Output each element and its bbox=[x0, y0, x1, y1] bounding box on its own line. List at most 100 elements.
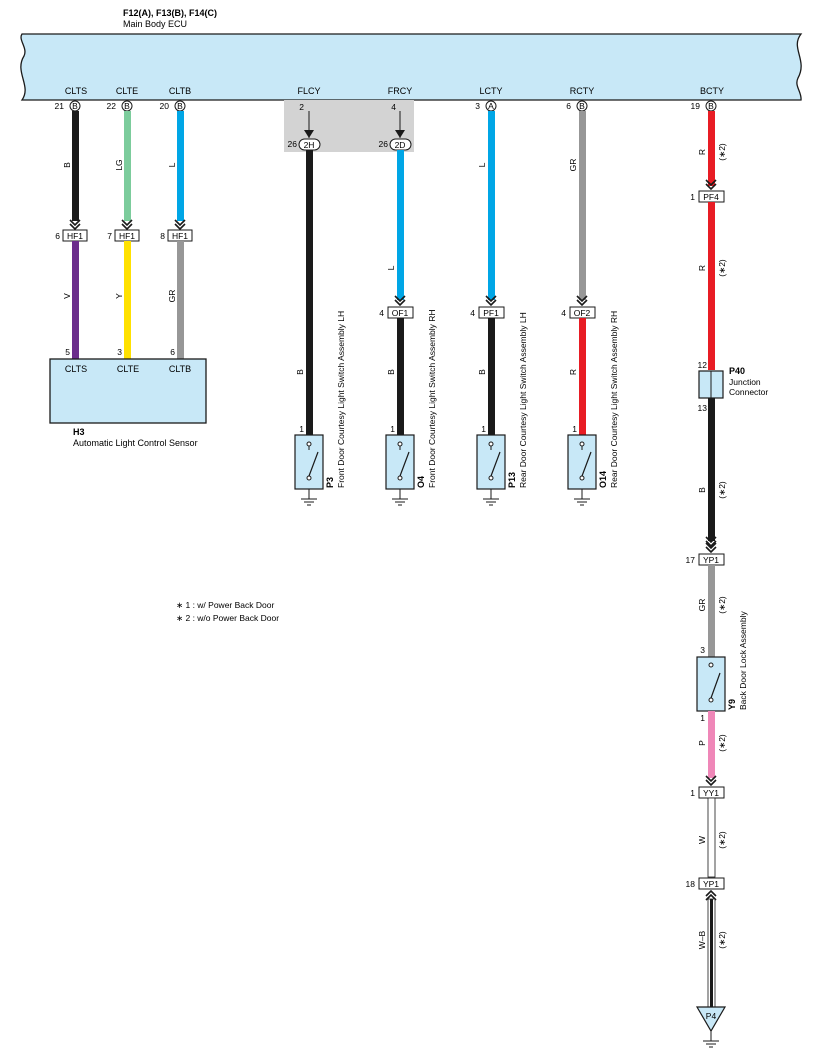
pin-number: 8 bbox=[160, 231, 165, 241]
connector-code: 2H bbox=[304, 140, 315, 150]
pin-number: 1 bbox=[690, 192, 695, 202]
wire-note: (∗2) bbox=[717, 931, 727, 949]
main-body-ecu: F12(A), F13(B), F14(C) Main Body ECU CLT… bbox=[20, 8, 803, 101]
wire-color-label: B bbox=[697, 487, 707, 493]
pin-number: 7 bbox=[107, 231, 112, 241]
wire-color-label: R bbox=[697, 265, 707, 271]
pin-number: 2 bbox=[299, 102, 304, 112]
switch-name: Rear Door Courtesy Light Switch Assembly… bbox=[518, 312, 528, 488]
connector-code: PF1 bbox=[483, 308, 499, 318]
wire-note: (∗2) bbox=[717, 481, 727, 499]
pin-number: 6 bbox=[55, 231, 60, 241]
pin-number: 17 bbox=[686, 555, 696, 565]
pin-number: 20 bbox=[160, 101, 170, 111]
ecu-pin-label: CLTB bbox=[169, 86, 191, 96]
wire bbox=[124, 241, 131, 359]
pin-number: 6 bbox=[566, 101, 571, 111]
pin-number: 1 bbox=[700, 713, 705, 723]
wire bbox=[72, 241, 79, 359]
pin-number: 1 bbox=[299, 424, 304, 434]
pin-number: 26 bbox=[288, 139, 298, 149]
wire-color-label: L bbox=[167, 162, 177, 167]
ecu-pin-label: BCTY bbox=[700, 86, 724, 96]
switch-contact bbox=[581, 451, 592, 477]
connector-letter: B bbox=[579, 101, 585, 111]
wire bbox=[177, 111, 184, 221]
connector-letter: B bbox=[177, 101, 183, 111]
wire-color-label: R bbox=[568, 369, 578, 375]
wire bbox=[124, 111, 131, 221]
wire-color-label: V bbox=[62, 293, 72, 299]
ecu-pin-label: CLTS bbox=[65, 86, 87, 96]
pin-number: 5 bbox=[65, 347, 70, 357]
pin-number: 4 bbox=[391, 102, 396, 112]
footnote: ∗ 2 : w/o Power Back Door bbox=[176, 613, 279, 623]
sensor-circuit: B LG L 6 HF1 7 HF1 8 HF1 V Y GR 5 3 6 CL… bbox=[49, 111, 207, 448]
wire-color-label: W–B bbox=[697, 930, 707, 949]
connector-letter: B bbox=[124, 101, 130, 111]
wire-note: (∗2) bbox=[717, 143, 727, 161]
pin-number: 1 bbox=[690, 788, 695, 798]
connector-letter: B bbox=[708, 101, 714, 111]
wire-color-label: B bbox=[386, 369, 396, 375]
wire bbox=[579, 111, 586, 300]
sensor-code: H3 bbox=[73, 427, 85, 437]
connector-code: HF1 bbox=[119, 231, 135, 241]
connector-code: YP1 bbox=[703, 555, 719, 565]
wire bbox=[708, 398, 715, 541]
wire bbox=[708, 111, 715, 186]
connector-letter: B bbox=[72, 101, 78, 111]
sensor-pin-label: CLTE bbox=[117, 364, 139, 374]
pin-number: 18 bbox=[686, 879, 696, 889]
connector-code: HF1 bbox=[67, 231, 83, 241]
wire bbox=[708, 565, 715, 657]
switch-code: P13 bbox=[507, 472, 517, 488]
wire bbox=[397, 150, 404, 300]
wire bbox=[579, 318, 586, 438]
connector-code: OF2 bbox=[574, 308, 591, 318]
pin-number: 3 bbox=[117, 347, 122, 357]
ecu-pin-label: FLCY bbox=[297, 86, 320, 96]
switch-contact bbox=[399, 451, 410, 477]
wire-color-label: GR bbox=[697, 599, 707, 612]
wire-color-label: B bbox=[477, 369, 487, 375]
pin-number: 4 bbox=[379, 308, 384, 318]
connector-letter: A bbox=[488, 101, 494, 111]
junction-name: Junction bbox=[729, 377, 761, 387]
pin-number: 6 bbox=[170, 347, 175, 357]
ecu-name: Main Body ECU bbox=[123, 19, 187, 29]
rcty-circuit: GR 4 OF2 R 1 O14 Rear Door Courtesy Ligh… bbox=[561, 111, 619, 506]
wire bbox=[708, 202, 715, 370]
back-door-name: Back Door Lock Assembly bbox=[738, 611, 748, 710]
junction-code: P40 bbox=[729, 366, 745, 376]
pin-number: 3 bbox=[700, 645, 705, 655]
pin-number: 26 bbox=[379, 139, 389, 149]
pin-number: 4 bbox=[561, 308, 566, 318]
footnotes: ∗ 1 : w/ Power Back Door ∗ 2 : w/o Power… bbox=[176, 600, 279, 623]
wire-color-label: P bbox=[697, 740, 707, 746]
wire bbox=[488, 111, 495, 300]
wire-note: (∗2) bbox=[717, 596, 727, 614]
ecu-pin-labels: CLTS CLTE CLTB FLCY FRCY LCTY RCTY BCTY bbox=[65, 86, 724, 96]
pin-number: 4 bbox=[470, 308, 475, 318]
wire bbox=[177, 241, 184, 359]
connector-code: PF4 bbox=[703, 192, 719, 202]
wire-color-label: B bbox=[295, 369, 305, 375]
ecu-pin-label: RCTY bbox=[570, 86, 595, 96]
switch-code: P3 bbox=[325, 477, 335, 488]
ecu-title: F12(A), F13(B), F14(C) bbox=[123, 8, 217, 18]
pin-number: 1 bbox=[390, 424, 395, 434]
connector-code: OF1 bbox=[392, 308, 409, 318]
wire-color-label: W bbox=[697, 836, 707, 844]
wire bbox=[306, 150, 313, 438]
switch-code: O14 bbox=[598, 471, 608, 488]
pin-number: 13 bbox=[698, 403, 708, 413]
flcy-circuit: 26 2H B 1 P3 Front Door Courtesy Light S… bbox=[288, 111, 346, 506]
wire-color-label: LG bbox=[114, 159, 124, 170]
wire bbox=[708, 711, 715, 778]
pin-number: 21 bbox=[55, 101, 65, 111]
wire bbox=[72, 111, 79, 221]
sensor-pin-label: CLTS bbox=[65, 364, 87, 374]
frcy-circuit: 26 2D L 4 OF1 B 1 O4 Front Door Courtesy… bbox=[379, 111, 437, 506]
